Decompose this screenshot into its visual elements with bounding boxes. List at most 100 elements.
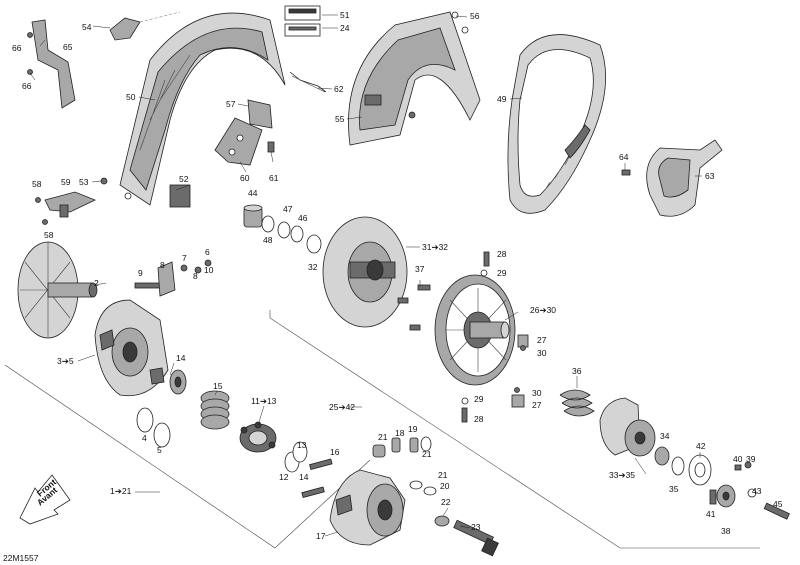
screw-part-64[interactable] <box>621 169 631 176</box>
bolt-part-45[interactable] <box>763 502 790 520</box>
lever-parts-6-10[interactable] <box>134 259 212 297</box>
screw-part-61[interactable] <box>267 141 275 153</box>
bushing-part-44[interactable] <box>243 204 263 228</box>
bracket-part-57[interactable] <box>247 99 273 129</box>
small-parts-39-40-43[interactable] <box>734 461 757 498</box>
callout-50: 50 <box>126 92 136 102</box>
callout-58: 58 <box>32 179 42 189</box>
rings-parts-4-5[interactable] <box>136 407 171 448</box>
spider-part-11-13[interactable] <box>239 421 277 453</box>
fixed-sheave-part-31-32[interactable] <box>322 216 408 328</box>
callout-42: 42 <box>696 441 706 451</box>
bushing-part-14[interactable] <box>169 369 187 395</box>
callout-65: 65 <box>63 42 73 52</box>
movable-sheave-part-3-5[interactable] <box>94 299 169 397</box>
cover-part-63[interactable] <box>646 139 723 217</box>
cam-part-33-35[interactable] <box>599 397 656 457</box>
callout-26-30: 26➔30 <box>530 305 556 315</box>
callout-44: 44 <box>248 188 258 198</box>
callout-20: 20 <box>440 481 450 491</box>
callout-32: 32 <box>308 262 318 272</box>
bolts-part-16[interactable] <box>301 458 333 498</box>
callout-27: 27 <box>537 335 547 345</box>
washer-part-46[interactable] <box>290 225 304 243</box>
bracket-part-65[interactable] <box>27 19 76 109</box>
callout-64: 64 <box>619 152 629 162</box>
callout-27: 27 <box>532 400 542 410</box>
callout-5: 5 <box>157 445 162 455</box>
callout-48: 48 <box>263 235 273 245</box>
callout-23: 23 <box>471 522 481 532</box>
callout-34: 34 <box>660 431 670 441</box>
decal-label-parts-51-24 <box>284 5 321 37</box>
callout-57: 57 <box>226 99 236 109</box>
callout-29: 29 <box>497 268 507 278</box>
leader-lines <box>29 14 702 537</box>
callout-6: 6 <box>205 247 210 257</box>
nut-part-53[interactable] <box>100 177 108 185</box>
washer-part-42[interactable] <box>688 454 712 486</box>
callout-10: 10 <box>204 265 214 275</box>
belt-guard-part-50[interactable] <box>119 12 286 208</box>
callout-14: 14 <box>299 472 309 482</box>
driven-pulley-part-26-30[interactable] <box>434 274 516 386</box>
bolts-part-28-29[interactable] <box>397 251 490 423</box>
callout-33-35: 33➔35 <box>609 470 635 480</box>
bolt-part-37[interactable] <box>417 284 431 291</box>
callout-41: 41 <box>706 509 716 519</box>
callout-3-5: 3➔5 <box>57 356 74 366</box>
callout-38: 38 <box>721 526 731 536</box>
circlip-part-35[interactable] <box>671 456 685 476</box>
drive-belt-part-49[interactable] <box>507 34 607 214</box>
callout-28: 28 <box>497 249 507 259</box>
slider-parts-27-30[interactable] <box>511 334 529 408</box>
bushing-part-34[interactable] <box>654 446 670 466</box>
callout-43: 43 <box>752 486 762 496</box>
circlip-part-32[interactable] <box>306 234 322 254</box>
callout-9: 9 <box>138 268 143 278</box>
callout-30: 30 <box>537 348 547 358</box>
washer-part-47[interactable] <box>277 221 291 239</box>
hub-part-38[interactable] <box>716 484 736 508</box>
front-direction-arrow <box>19 474 71 525</box>
callout-49: 49 <box>497 94 507 104</box>
callout-19: 19 <box>408 424 418 434</box>
fixed-half-part-2[interactable] <box>17 241 98 339</box>
callout-21: 21 <box>438 470 448 480</box>
roller-parts-18-21[interactable] <box>372 436 437 496</box>
movable-half-part-17[interactable] <box>329 469 406 546</box>
callout-8: 8 <box>193 271 198 281</box>
bracket-part-59[interactable] <box>44 191 96 218</box>
callout-30: 30 <box>532 388 542 398</box>
clip-part-62[interactable] <box>289 71 327 93</box>
callout-36: 36 <box>572 366 582 376</box>
callout-21: 21 <box>422 449 432 459</box>
callout-45: 45 <box>773 499 783 509</box>
bolt-part-23[interactable] <box>453 519 499 557</box>
callout-8: 8 <box>160 260 165 270</box>
spring-part-36[interactable] <box>559 389 595 417</box>
callout-24: 24 <box>340 23 350 33</box>
callout-53: 53 <box>79 177 89 187</box>
callout-1-21: 1➔21 <box>110 486 132 496</box>
rings-parts-12-13[interactable] <box>284 441 308 473</box>
hex-bolt-part-41[interactable] <box>709 489 717 505</box>
guard-support-part-55[interactable] <box>348 11 481 146</box>
guard-pad-part-54[interactable] <box>109 11 181 41</box>
callout-17: 17 <box>316 531 326 541</box>
callout-66: 66 <box>22 81 32 91</box>
callout-40: 40 <box>733 454 743 464</box>
washer-part-48[interactable] <box>261 215 275 233</box>
callout-52: 52 <box>179 174 189 184</box>
callout-37: 37 <box>415 264 425 274</box>
callout-15: 15 <box>213 381 223 391</box>
callout-60: 60 <box>240 173 250 183</box>
screw-part-58[interactable] <box>35 197 48 225</box>
washer-part-22[interactable] <box>434 515 450 527</box>
callout-22: 22 <box>441 497 451 507</box>
callout-47: 47 <box>283 204 293 214</box>
bracket-part-60[interactable] <box>214 117 263 166</box>
callout-39: 39 <box>746 454 756 464</box>
spring-part-15[interactable] <box>200 390 230 430</box>
